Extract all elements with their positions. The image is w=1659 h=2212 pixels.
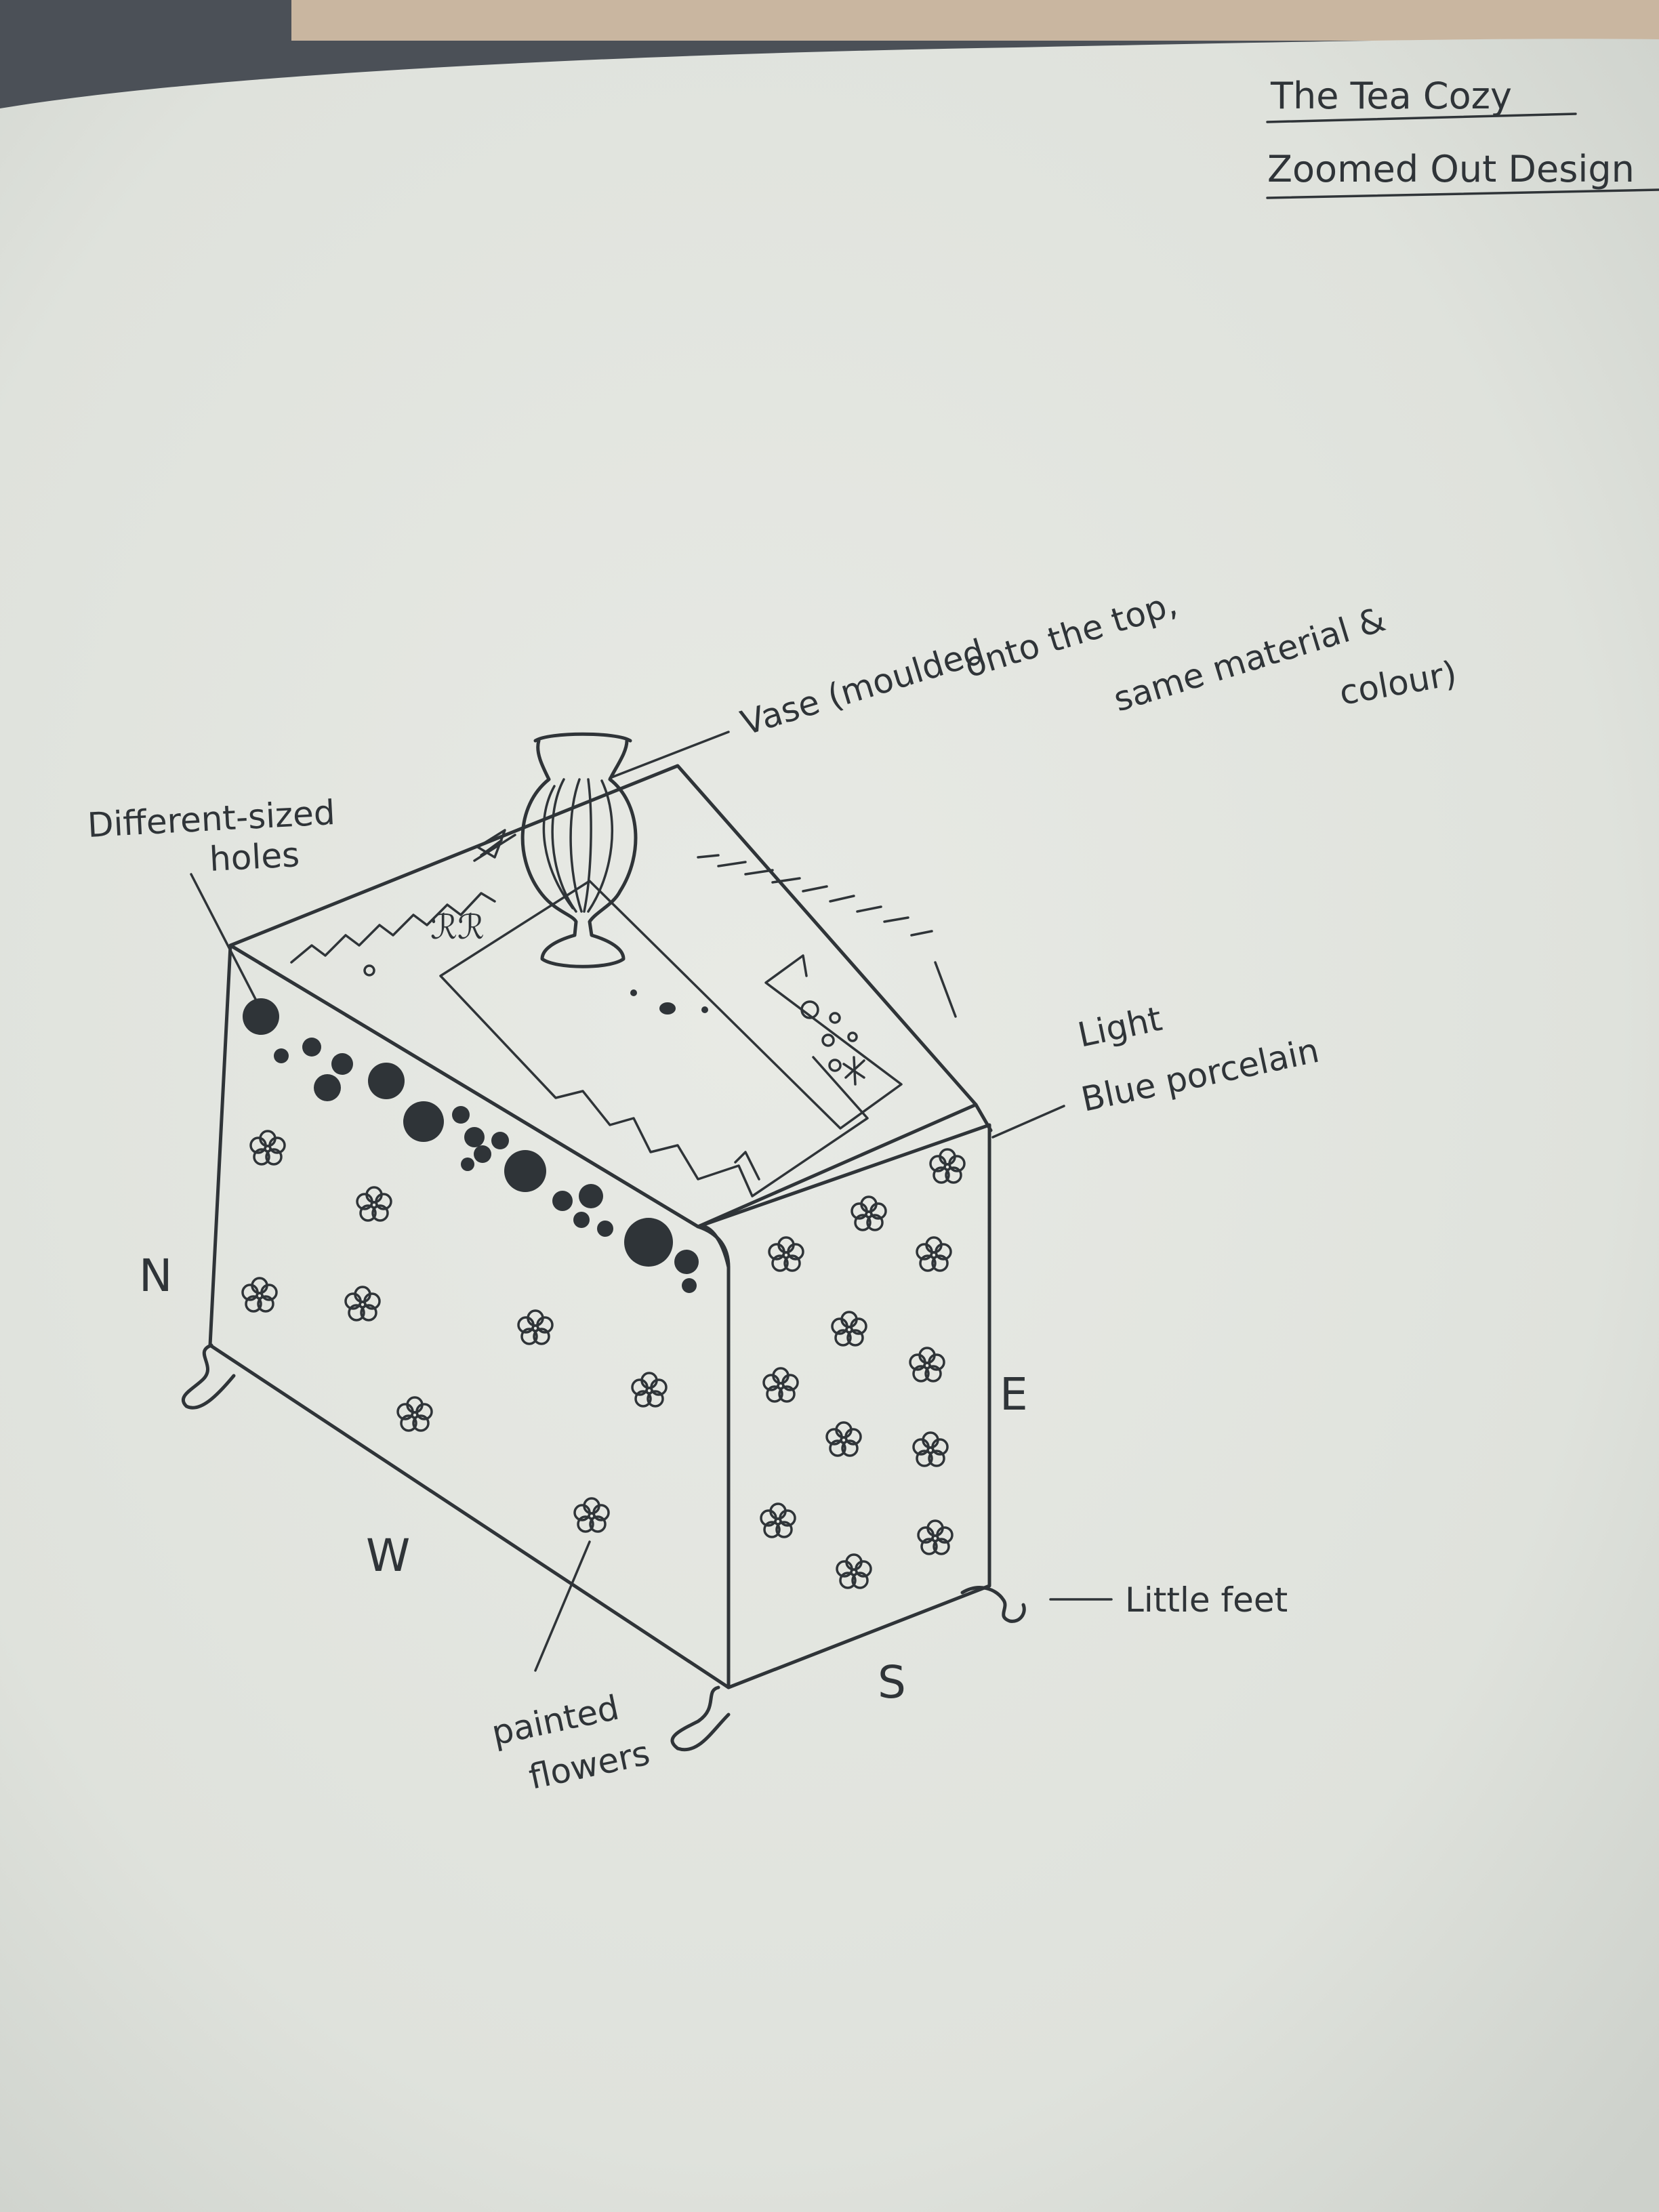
hole — [302, 1038, 321, 1057]
wood-surface — [291, 0, 1659, 41]
hole — [274, 1048, 289, 1063]
south-label: S — [878, 1656, 906, 1708]
hole — [452, 1106, 470, 1124]
hole — [552, 1191, 573, 1211]
hole — [674, 1250, 699, 1274]
hole — [368, 1063, 405, 1099]
top-dot — [701, 1006, 708, 1013]
west-label: W — [366, 1530, 410, 1582]
hole — [573, 1212, 590, 1228]
title-line-1: The Tea Cozy — [1270, 75, 1512, 117]
hole — [682, 1278, 697, 1293]
title-line-2: Zoomed Out Design — [1267, 148, 1635, 190]
north-label: N — [139, 1250, 172, 1302]
hole — [403, 1101, 444, 1142]
hole — [504, 1150, 546, 1192]
hole — [464, 1127, 485, 1147]
top-dot — [630, 989, 637, 996]
east-label: E — [1000, 1368, 1028, 1420]
hole — [491, 1132, 509, 1149]
hole — [474, 1145, 491, 1163]
holes-label-2: holes — [209, 835, 301, 879]
paper-sheet — [0, 39, 1659, 2212]
hole — [579, 1184, 603, 1208]
hole — [243, 998, 279, 1035]
hole — [314, 1074, 341, 1101]
hole — [461, 1158, 474, 1171]
hole — [331, 1053, 353, 1075]
hole — [624, 1218, 673, 1267]
feet-label: Little feet — [1125, 1580, 1288, 1620]
symbol-glyphs: ℛℛ — [430, 907, 485, 947]
hole — [597, 1221, 613, 1237]
top-dot — [659, 1002, 676, 1015]
